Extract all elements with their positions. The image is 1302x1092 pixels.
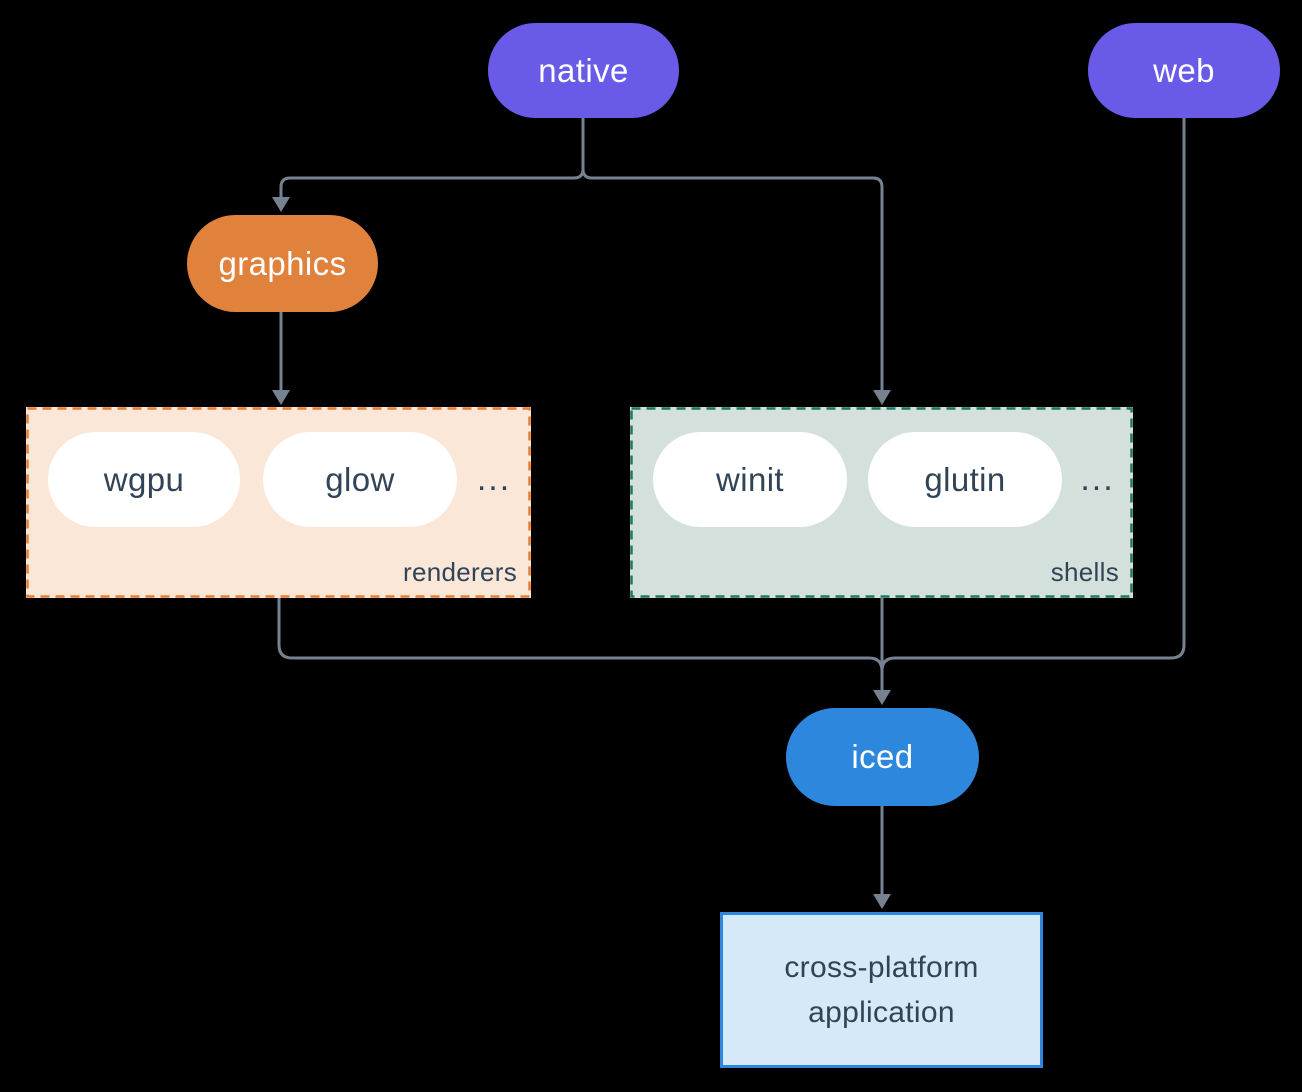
node-cross-platform-application: cross-platform application [720, 912, 1043, 1068]
node-iced: iced [786, 708, 979, 806]
renderers-ellipsis: ... [476, 460, 512, 498]
arrowhead-into-iced [873, 690, 891, 705]
arrowhead-into-shells [873, 390, 891, 405]
node-winit: winit [653, 432, 847, 527]
node-glutin: glutin [868, 432, 1062, 527]
node-wgpu-label: wgpu [103, 460, 185, 498]
group-label-renderers: renderers [403, 557, 517, 587]
node-glow-label: glow [325, 460, 395, 498]
node-iced-label: iced [851, 738, 914, 775]
node-glow: glow [263, 432, 457, 527]
edge-renderers-iced [277, 598, 884, 691]
node-web: web [1088, 23, 1280, 118]
arrowhead-into-graphics [272, 197, 290, 212]
node-wgpu: wgpu [48, 432, 240, 527]
node-native-label: native [538, 51, 629, 89]
edge-native-graphics [279, 118, 585, 198]
group-label-shells: shells [1050, 557, 1119, 587]
shells-ellipsis: ... [1080, 460, 1115, 498]
node-native: native [488, 23, 679, 118]
group-shells: winit glutin ... shells [630, 407, 1133, 598]
edge-native-shells [581, 118, 884, 391]
arrowhead-into-renderers [272, 390, 290, 405]
edge-web-iced [880, 118, 1186, 691]
node-web-label: web [1153, 51, 1215, 89]
group-renderers: wgpu glow ... renderers [26, 407, 531, 598]
node-app-label: cross-platform application [784, 951, 979, 1029]
node-glutin-label: glutin [924, 460, 1006, 498]
node-graphics: graphics [187, 215, 378, 312]
node-graphics-label: graphics [218, 244, 347, 282]
arrowhead-into-app [873, 894, 891, 909]
node-winit-label: winit [715, 460, 785, 498]
